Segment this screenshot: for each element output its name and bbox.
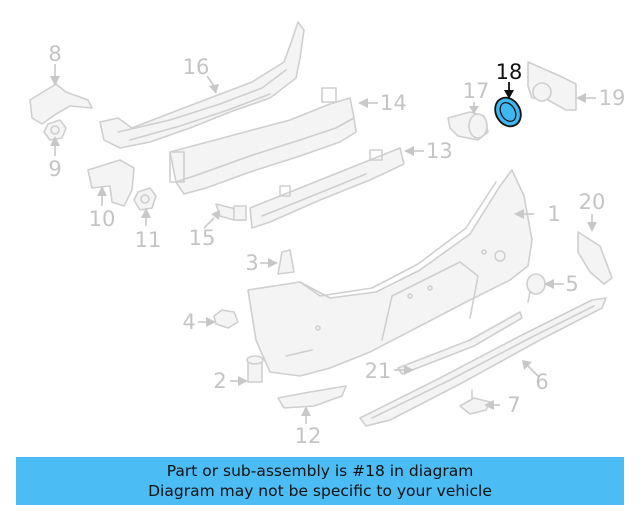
callout-17: 17 bbox=[463, 79, 490, 103]
callout-2: 2 bbox=[213, 369, 226, 393]
part-6-diffuser bbox=[359, 297, 607, 427]
callout-1: 1 bbox=[547, 202, 560, 226]
callout-14: 14 bbox=[380, 91, 407, 115]
info-banner: Part or sub-assembly is #18 in diagram D… bbox=[16, 457, 624, 505]
callout-6: 6 bbox=[535, 370, 548, 394]
part-13-lower-beam bbox=[249, 147, 405, 229]
part-8-bracket bbox=[29, 83, 93, 125]
part-1-bumper-cover bbox=[247, 169, 533, 377]
part-7-clip bbox=[459, 389, 491, 415]
callout-10: 10 bbox=[89, 207, 116, 231]
part-3-clip bbox=[277, 249, 295, 275]
callout-5: 5 bbox=[565, 272, 578, 296]
part-11-nut bbox=[133, 187, 157, 211]
callout-12: 12 bbox=[295, 424, 322, 448]
part-2-bolt bbox=[246, 355, 264, 383]
callout-21: 21 bbox=[365, 359, 392, 383]
callout-8: 8 bbox=[48, 42, 61, 66]
part-18-sensor-ring bbox=[494, 96, 522, 128]
part-16-absorber bbox=[99, 21, 305, 149]
callout-20: 20 bbox=[579, 190, 606, 214]
part-14-beam bbox=[169, 87, 357, 195]
callout-4: 4 bbox=[182, 310, 195, 334]
callout-19: 19 bbox=[599, 86, 626, 110]
part-17-sensor bbox=[447, 111, 489, 141]
part-5-sensor bbox=[526, 273, 546, 303]
callout-16: 16 bbox=[183, 55, 210, 79]
part-9-nut bbox=[43, 119, 67, 141]
callout-11: 11 bbox=[135, 228, 162, 252]
banner-line-1: Part or sub-assembly is #18 in diagram bbox=[166, 462, 474, 480]
part-10-bracket bbox=[87, 159, 135, 207]
part-15-bolt bbox=[215, 203, 247, 221]
leader-lines bbox=[50, 64, 597, 424]
part-12-reflector bbox=[277, 385, 347, 409]
part-19-bracket bbox=[527, 61, 577, 111]
part-4-clip bbox=[213, 309, 239, 329]
callout-3: 3 bbox=[245, 251, 258, 275]
callout-15: 15 bbox=[189, 226, 216, 250]
callout-13: 13 bbox=[426, 139, 453, 163]
callout-18-highlighted: 18 bbox=[496, 60, 523, 84]
part-20-trim bbox=[577, 231, 613, 285]
banner-line-2: Diagram may not be specific to your vehi… bbox=[148, 482, 492, 500]
callout-7: 7 bbox=[507, 393, 520, 417]
part-21-strip bbox=[397, 311, 523, 375]
callout-9: 9 bbox=[48, 157, 61, 181]
